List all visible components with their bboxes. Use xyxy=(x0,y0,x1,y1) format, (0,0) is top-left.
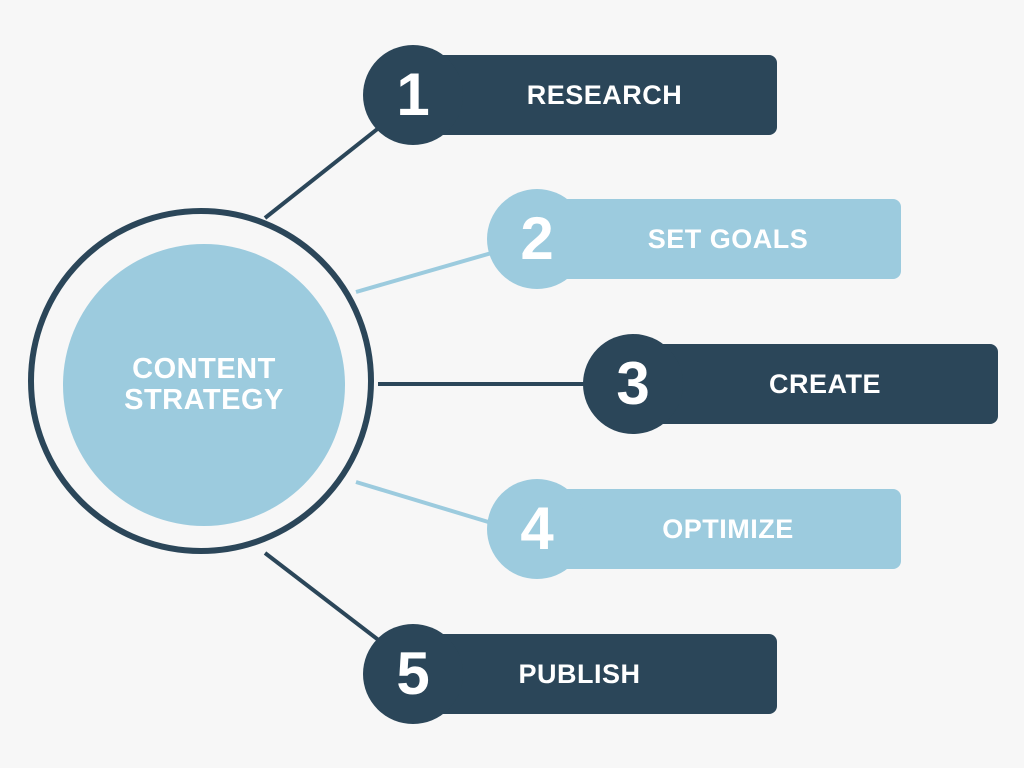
step-5-number: 5 xyxy=(396,640,430,707)
center-title-line-2: STRATEGY xyxy=(124,384,284,416)
step-1-badge: 1 xyxy=(363,45,463,145)
step-5-label: PUBLISH xyxy=(518,658,641,689)
step-2-number: 2 xyxy=(520,205,554,272)
step-4-badge: 4 xyxy=(487,479,587,579)
step-3-number: 3 xyxy=(616,350,650,417)
step-3-label: CREATE xyxy=(768,368,881,399)
center-circle: CONTENT STRATEGY xyxy=(63,244,345,526)
step-4-number: 4 xyxy=(520,495,554,562)
step-2-badge: 2 xyxy=(487,189,587,289)
connector-step-2 xyxy=(355,250,496,294)
step-3-badge: 3 xyxy=(583,334,683,434)
step-4-label: OPTIMIZE xyxy=(662,513,794,544)
center-title-line-1: CONTENT xyxy=(132,353,276,385)
connector-step-1 xyxy=(263,121,387,220)
connector-step-4 xyxy=(355,480,496,526)
step-5-badge: 5 xyxy=(363,624,463,724)
step-2-label: SET GOALS xyxy=(647,223,809,254)
step-1-number: 1 xyxy=(396,61,430,128)
step-1-label: RESEARCH xyxy=(526,79,683,110)
connector-step-5 xyxy=(263,551,387,647)
